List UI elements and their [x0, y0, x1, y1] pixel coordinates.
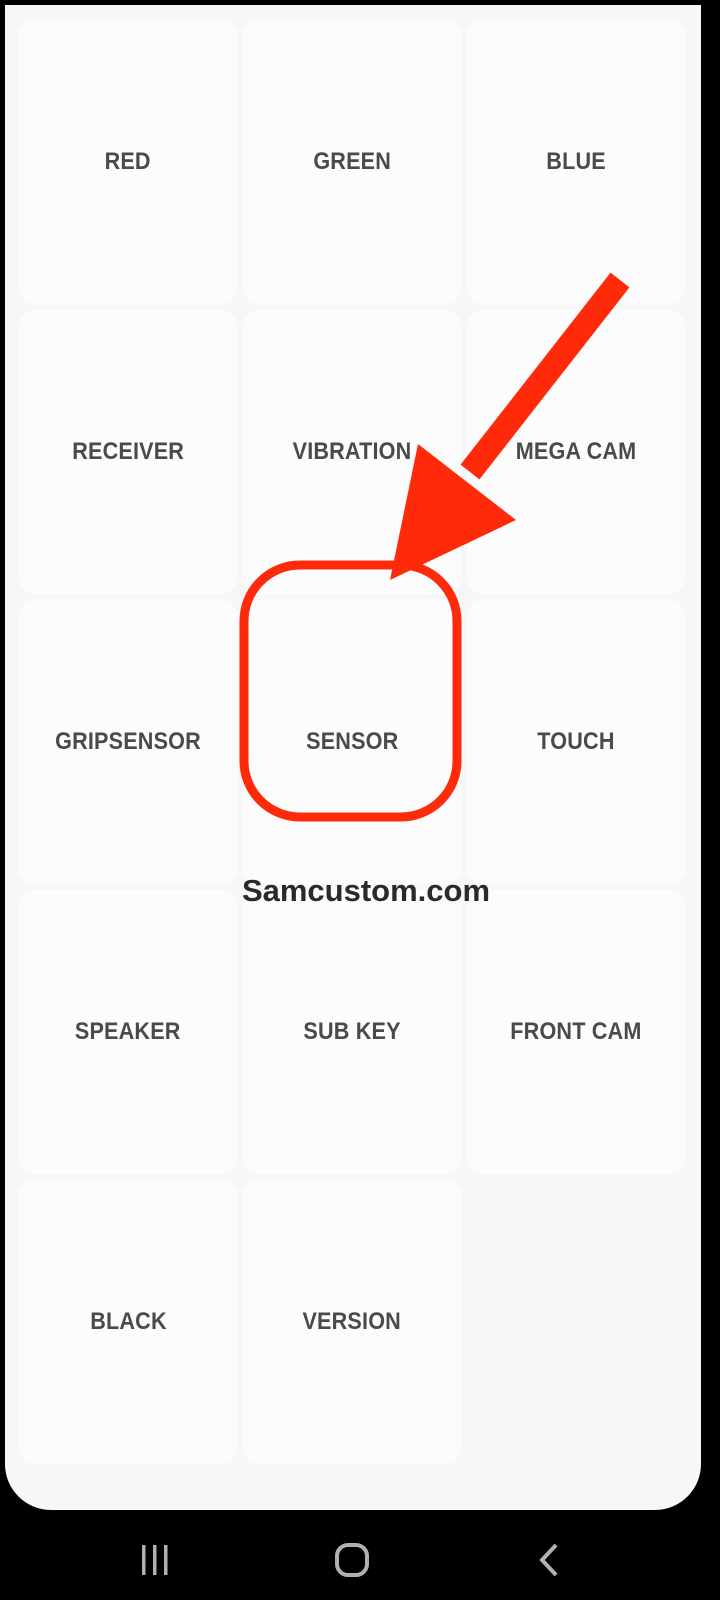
tile-label: VIBRATION: [292, 438, 412, 465]
tile-label: RECEIVER: [72, 438, 184, 465]
tile-black[interactable]: BLACK: [19, 1180, 237, 1464]
tile-touch[interactable]: TOUCH: [467, 600, 685, 884]
tile-gripsensor[interactable]: GRIPSENSOR: [19, 600, 237, 884]
home-button[interactable]: [312, 1530, 392, 1590]
back-chevron-icon: [539, 1543, 558, 1577]
tile-label: MEGA CAM: [515, 438, 637, 465]
recents-icon: [142, 1545, 168, 1575]
tile-front-cam[interactable]: FRONT CAM: [467, 890, 685, 1174]
tile-receiver[interactable]: RECEIVER: [19, 310, 237, 594]
tile-label: BLACK: [89, 1308, 167, 1335]
tile-label: VERSION: [302, 1308, 402, 1335]
tile-label: BLUE: [546, 148, 606, 175]
tile-label: SENSOR: [305, 728, 399, 755]
tile-label: SPEAKER: [75, 1018, 181, 1045]
tile-version[interactable]: VERSION: [243, 1180, 461, 1464]
tile-label: GREEN: [313, 148, 391, 175]
tile-empty-slot: [467, 1180, 685, 1464]
tile-sensor[interactable]: SENSOR: [243, 600, 461, 884]
home-icon: [335, 1543, 369, 1577]
tile-vibration[interactable]: VIBRATION: [243, 310, 461, 594]
back-button[interactable]: [510, 1530, 590, 1590]
tile-green[interactable]: GREEN: [243, 20, 461, 304]
tile-label: TOUCH: [537, 728, 615, 755]
tile-label: SUB KEY: [303, 1018, 401, 1045]
watermark-text: Samcustom.com: [241, 873, 491, 908]
recents-button[interactable]: [115, 1530, 195, 1590]
tile-sub-key[interactable]: SUB KEY: [243, 890, 461, 1174]
tile-label: RED: [104, 148, 152, 175]
tile-label: FRONT CAM: [510, 1018, 642, 1045]
tile-blue[interactable]: BLUE: [467, 20, 685, 304]
tile-speaker[interactable]: SPEAKER: [19, 890, 237, 1174]
navigation-bar: [0, 1510, 720, 1600]
tile-label: GRIPSENSOR: [55, 728, 201, 755]
test-menu-grid: RED GREEN BLUE RECEIVER VIBRATION MEGA C…: [19, 20, 685, 1464]
tile-red[interactable]: RED: [19, 20, 237, 304]
hidden-menu-screen: RED GREEN BLUE RECEIVER VIBRATION MEGA C…: [5, 5, 701, 1510]
tile-mega-cam[interactable]: MEGA CAM: [467, 310, 685, 594]
